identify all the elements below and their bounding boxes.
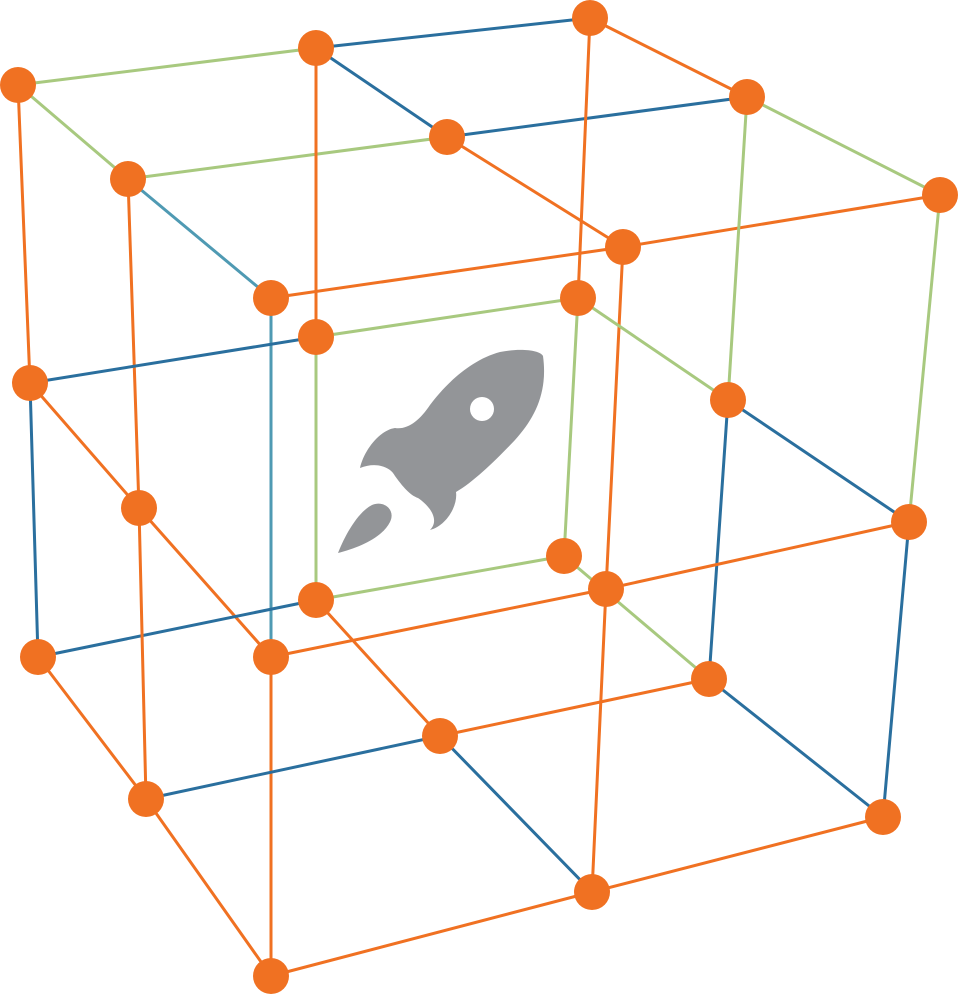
edge-green	[16, 83, 130, 181]
edge-blue	[144, 734, 442, 801]
lattice-node	[710, 382, 746, 418]
edge-orange	[590, 815, 885, 894]
edge-blue	[881, 520, 911, 819]
lattice-node	[891, 504, 927, 540]
edge-orange	[269, 587, 608, 659]
rocket-icon	[338, 349, 545, 553]
lattice-node	[546, 538, 582, 574]
lattice-node	[110, 161, 146, 197]
edge-orange	[445, 135, 625, 249]
lattice-node	[922, 177, 958, 213]
lattice-node	[12, 365, 48, 401]
lattice-node	[298, 319, 334, 355]
edge-green	[907, 193, 942, 524]
edge-orange	[36, 655, 148, 801]
lattice-node	[588, 571, 624, 607]
edge-orange	[269, 245, 625, 300]
lattice-node	[691, 661, 727, 697]
lattice-node	[729, 79, 765, 115]
lattice-node	[298, 30, 334, 66]
edge-blue	[28, 335, 318, 385]
edge-green	[562, 554, 711, 681]
edge-blue	[36, 598, 318, 659]
edge-green	[745, 95, 942, 197]
edge-orange	[28, 381, 141, 510]
edge-orange	[137, 506, 273, 659]
lattice-node	[20, 639, 56, 675]
edge-orange	[576, 16, 592, 300]
lattice-node	[121, 490, 157, 526]
edges-layer	[16, 16, 942, 978]
edge-orange	[588, 16, 749, 99]
lattice-node	[298, 582, 334, 618]
edge-green	[314, 554, 566, 602]
edge-orange	[621, 193, 942, 249]
lattice-node	[253, 280, 289, 316]
lattice-node	[574, 874, 610, 910]
edge-blue	[314, 16, 592, 50]
edge-green	[314, 296, 580, 339]
edge-green	[126, 135, 449, 181]
edge-orange	[137, 506, 148, 801]
edge-orange	[314, 598, 442, 738]
edge-orange	[126, 177, 141, 510]
lattice-node	[572, 0, 608, 36]
lattice-node	[253, 639, 289, 675]
lattice-node	[605, 229, 641, 265]
edge-orange	[590, 587, 608, 894]
edge-green	[16, 46, 318, 87]
rocket-window	[470, 397, 494, 421]
edge-blue	[707, 677, 885, 819]
edge-orange	[604, 245, 625, 591]
lattice-node	[128, 781, 164, 817]
rocket-flame	[338, 503, 392, 553]
edge-blue	[438, 734, 594, 894]
lattice-node	[429, 119, 465, 155]
edge-orange	[438, 677, 711, 738]
edge-blue	[445, 95, 749, 139]
edge-green	[562, 296, 580, 558]
edge-blue	[28, 381, 40, 659]
edge-green	[726, 95, 749, 402]
edge-blue	[707, 398, 730, 681]
edge-green	[576, 296, 730, 402]
edge-orange	[604, 520, 911, 591]
lattice-node	[0, 67, 36, 103]
rocket-body	[360, 349, 545, 530]
lattice-node	[422, 718, 458, 754]
edge-orange	[269, 890, 594, 978]
edge-blue	[726, 398, 911, 524]
lattice-node	[253, 958, 289, 994]
lattice-node	[865, 799, 901, 835]
edge-orange	[144, 797, 273, 978]
edge-orange	[16, 83, 32, 385]
lattice-node	[560, 280, 596, 316]
edge-teal	[126, 177, 273, 300]
edge-blue	[314, 46, 449, 139]
